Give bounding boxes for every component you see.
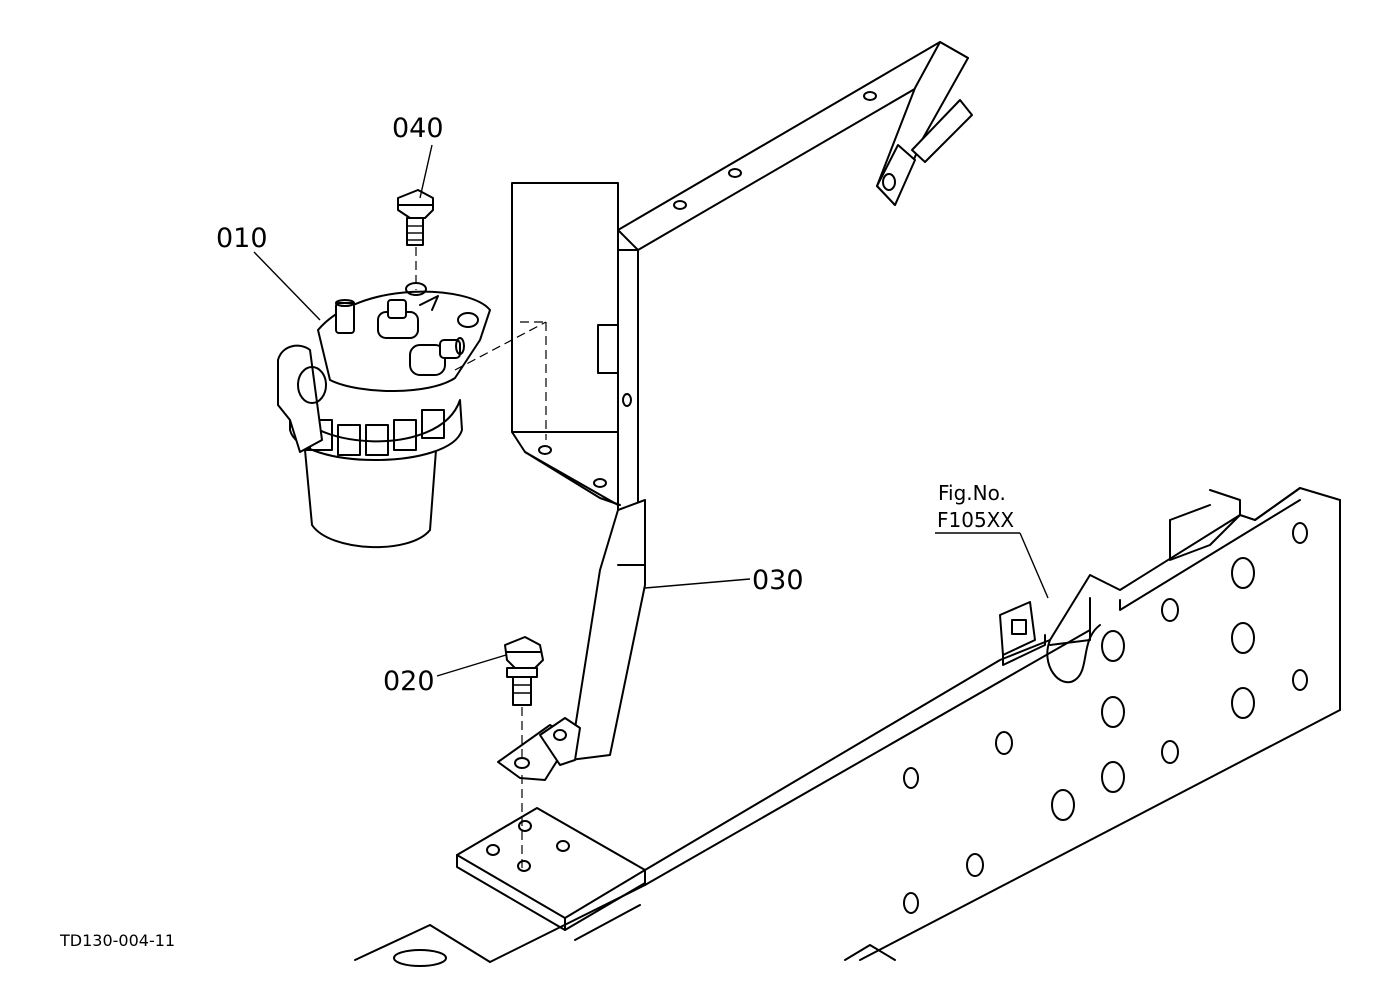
rail-holes — [903, 522, 1308, 914]
leader-lines — [253, 144, 1049, 677]
callout-010: 010 — [216, 223, 268, 254]
frame-clip — [999, 601, 1046, 666]
callout-020: 020 — [383, 666, 435, 697]
bolt-040 — [397, 189, 434, 290]
fuel-filter-010 — [277, 282, 547, 549]
drawing-code: TD130-004-11 — [59, 931, 175, 950]
frame-rail — [354, 487, 1341, 967]
mounting-plate — [456, 807, 646, 931]
bracket-030 — [497, 41, 973, 781]
fig-number: F105XX — [937, 508, 1014, 532]
fig-label: Fig.No. — [938, 481, 1006, 505]
callout-030: 030 — [752, 565, 804, 596]
bolt-020 — [504, 636, 544, 870]
callout-040: 040 — [392, 113, 444, 144]
